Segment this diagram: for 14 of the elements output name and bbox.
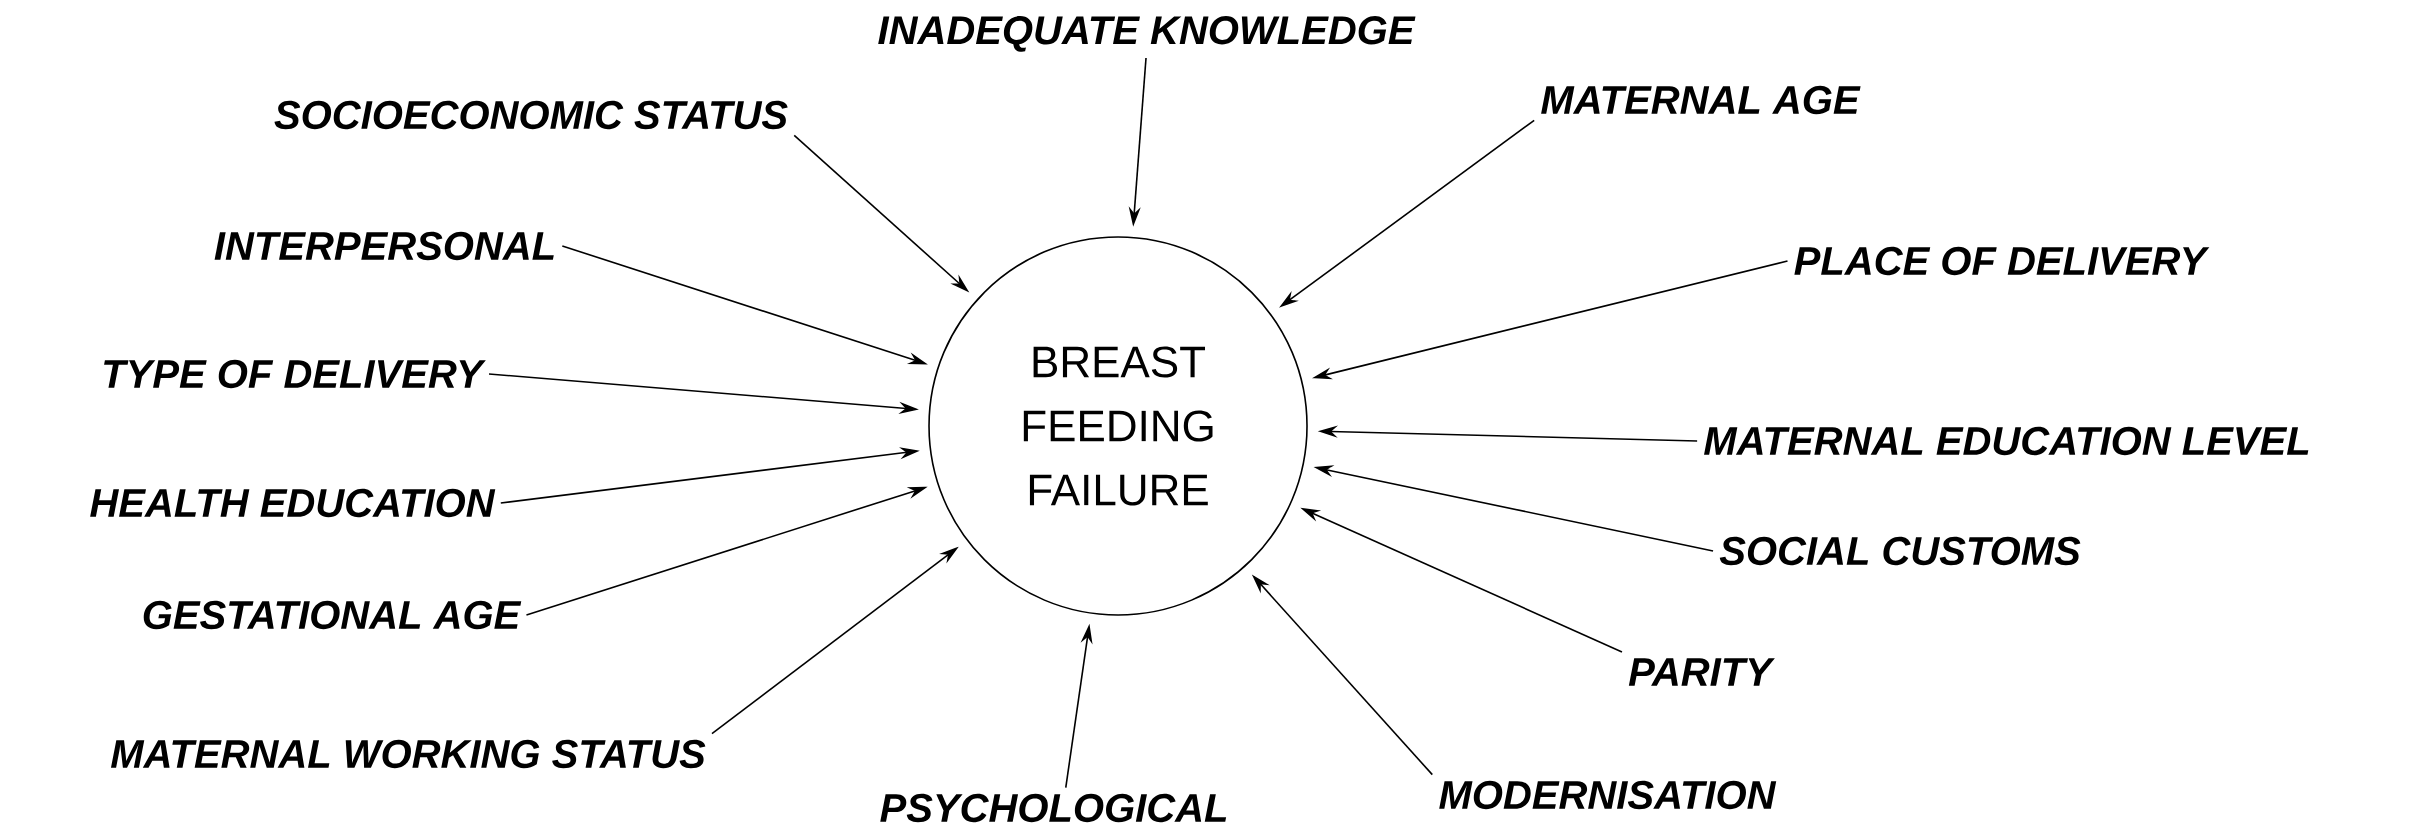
factor-label: PSYCHOLOGICAL: [880, 793, 1227, 823]
factor-label: GESTATIONAL AGE: [143, 600, 522, 630]
factor-label: MATERNAL AGE: [1541, 85, 1861, 115]
factor-label: MATERNAL EDUCATION LEVEL: [1704, 426, 2309, 456]
factor-label: PARITY: [1628, 658, 1775, 686]
factor-label: SOCIAL CUSTOMS: [1719, 536, 2081, 566]
factor-label: MODERNISATION: [1439, 780, 1777, 810]
factor-label: HEALTH EDUCATION: [90, 488, 496, 518]
factor-label: INADEQUATE KNOWLEDGE: [878, 16, 1416, 52]
factor-label: SOCIOECONOMIC STATUS: [274, 100, 788, 130]
factor-label: TYPE OF DELIVERY: [104, 359, 486, 389]
factor-label: MATERNAL WORKING STATUS: [111, 739, 706, 769]
factor-label: INTERPERSONAL: [214, 231, 554, 261]
factor-label: PLACE OF DELIVERY: [1794, 246, 2210, 276]
